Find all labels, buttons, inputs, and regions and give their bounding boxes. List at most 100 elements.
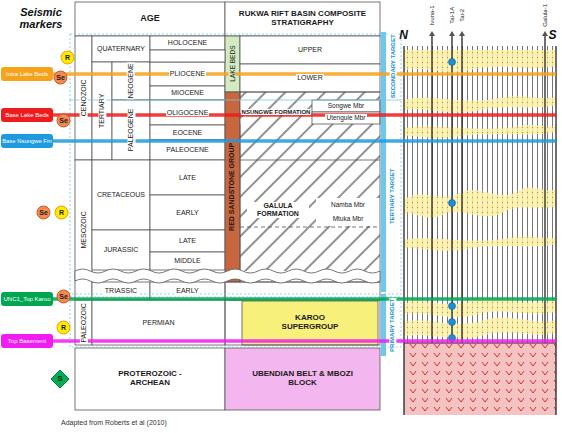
cross-section	[449, 200, 456, 207]
epoch-cell: PALEOCENE	[150, 140, 225, 160]
cell-fill	[75, 2, 225, 36]
cell-text: OLIGOCENE	[166, 109, 210, 117]
cell-text: MESOZOIC	[80, 210, 88, 249]
target-frames	[70, 100, 401, 294]
cell-fill	[92, 300, 225, 345]
label-box: N	[397, 28, 410, 44]
cell-fill	[150, 86, 225, 100]
element-circle: Se	[53, 70, 68, 85]
cell-fill	[150, 125, 225, 140]
well-name: Galula-1	[542, 3, 549, 28]
period-cell: TRIASSIC	[92, 282, 150, 300]
period-cell: TERTIARY	[92, 62, 112, 160]
cell-text: QUATERNARY	[96, 45, 146, 53]
target-bar	[381, 100, 386, 292]
cross-section	[403, 46, 404, 415]
epoch-cell: PLIOCENE	[150, 62, 225, 86]
element-code: Se	[58, 293, 69, 301]
cell-fill	[225, 2, 380, 36]
cell-fill	[75, 348, 225, 410]
caption-box: Adapted from Roberts et al (2010)	[60, 417, 280, 429]
cell-text: UBENDIAN BELT & MBOZI BLOCK	[247, 370, 359, 388]
unit-cell: RED SANDSTONE GROUP	[225, 92, 240, 282]
cross-section	[431, 33, 432, 343]
cross-section	[429, 31, 435, 36]
cell-fill	[1, 292, 53, 306]
cell-text: NEOGENE	[127, 62, 135, 99]
epoch-cell: OLIGOCENE	[150, 100, 225, 125]
member-cell: Mtuka Mbr	[316, 212, 380, 226]
seismic-marker-line	[53, 74, 556, 341]
epoch-cell: HOLOCENE	[150, 36, 225, 50]
marker-box: UNC1_Top Karoo	[1, 292, 53, 306]
strat-outline	[240, 160, 380, 161]
cell-fill	[312, 100, 380, 112]
cell-fill	[1, 334, 53, 348]
cell-text: CRETACEOUS	[96, 191, 146, 199]
target-bar: PRIMARY TARGET	[381, 294, 400, 356]
cross-section	[555, 46, 556, 415]
cell-text: CENOZOIC	[80, 79, 88, 118]
era-cell: MESOZOIC	[75, 160, 92, 300]
unit-cell: LOWER	[240, 64, 380, 92]
target-bar: TERTIARY TARGET	[381, 100, 400, 292]
period-cell: QUATERNARY	[92, 36, 150, 62]
circle-outline	[54, 71, 67, 84]
marker-box: Top Basement	[1, 334, 53, 348]
cross-section	[404, 50, 556, 338]
direction-label: S	[547, 29, 557, 42]
hatch-fill	[312, 92, 380, 100]
cell-fill	[92, 160, 150, 230]
cross-section	[461, 33, 462, 343]
cell-fill	[1, 134, 53, 148]
marker-name: Top Basement	[7, 338, 47, 345]
cell-text: Songwe Mbr	[327, 102, 366, 109]
cell-text: TRIASSIC	[104, 287, 138, 295]
cell-text: PLIOCENE	[169, 70, 206, 78]
circle-outline	[61, 51, 74, 64]
label-box: Tai-1A	[448, 1, 457, 30]
strat-outline	[150, 50, 225, 62]
cell-text: LATE	[178, 237, 197, 245]
hatch-fill	[240, 92, 380, 271]
cross-section	[449, 59, 456, 66]
era-cell: CENOZOIC	[75, 36, 92, 160]
marker-box: Intra Lake Beds	[1, 67, 53, 81]
header-cell: AGE	[75, 2, 225, 36]
epoch-cell: MIOCENE	[150, 86, 225, 100]
cell-text: Namba Mbr	[330, 201, 366, 208]
cell-text: Utengule Mbr	[325, 114, 366, 121]
unit-cell: UBENDIAN BELT & MBOZI BLOCK	[225, 348, 380, 410]
label-box: Tai-2	[458, 1, 467, 30]
element-circle: R	[60, 50, 75, 65]
cell-text: HOLOCENE	[167, 39, 208, 47]
circle-outline	[57, 290, 70, 303]
cell-text: AGE	[139, 14, 161, 24]
formation-box: NSUNGWE FORMATION	[240, 100, 312, 124]
cross-section	[542, 31, 548, 36]
cell-text: EARLY	[175, 287, 199, 295]
cell-fill	[150, 100, 225, 125]
element-code: S	[56, 375, 63, 384]
hatch-fill	[240, 198, 316, 226]
circle-outline	[37, 206, 50, 219]
cross-section	[429, 31, 548, 36]
header-cell: RUKWA RIFT BASIN COMPOSITE STRATIGRAPHY	[225, 2, 380, 36]
cell-fill	[150, 140, 225, 160]
formation-box: GALULA FORMATION	[244, 194, 312, 226]
unit-cell: LAKE BEDS	[225, 36, 240, 92]
cell-fill	[225, 36, 240, 92]
cell-text: PALEOZOIC	[80, 302, 88, 344]
epoch-cell: EOCENE	[150, 125, 225, 140]
cell-fill	[112, 100, 150, 160]
cell-fill	[92, 36, 150, 62]
cross-section	[404, 50, 556, 338]
cross-section	[449, 303, 456, 310]
cell-fill	[150, 195, 225, 230]
cell-text: RED SANDSTONE GROUP	[229, 142, 237, 232]
cell-fill	[150, 36, 225, 50]
label-box: S	[546, 28, 559, 44]
target-bar	[381, 32, 386, 100]
cell-fill	[240, 36, 380, 64]
